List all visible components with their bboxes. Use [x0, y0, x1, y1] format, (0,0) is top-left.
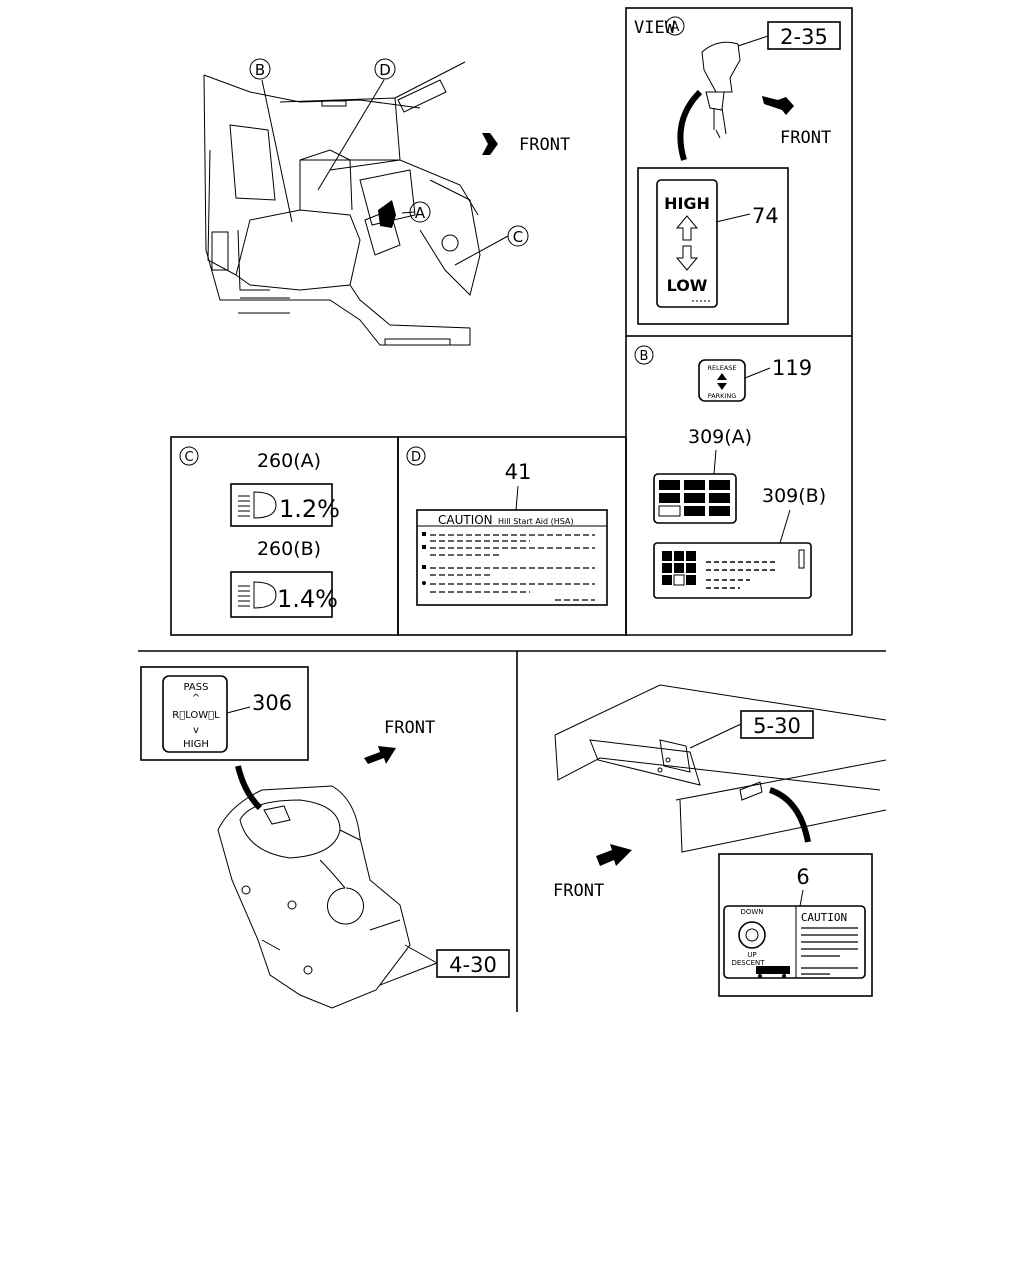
- label-41-text-lines: [430, 534, 595, 601]
- label-6-down: DOWN: [740, 908, 763, 916]
- frame-illustration: [554, 684, 887, 853]
- chevron-up-icon: ^: [192, 693, 200, 704]
- front-arrow-icon: [482, 133, 498, 155]
- panel-borders: [138, 7, 886, 1012]
- label-6-descent: DESCENT: [731, 959, 765, 967]
- label-260a-plate: [230, 483, 333, 527]
- pencil-icon: [798, 549, 805, 569]
- label-6-text-lines: [801, 927, 858, 975]
- callout-306: 306: [252, 691, 292, 715]
- svg-text:A: A: [671, 20, 680, 35]
- ref-box-2-35: [767, 21, 841, 50]
- lever-front-label: FRONT: [384, 718, 435, 738]
- value-260b: 1.4%: [277, 585, 338, 613]
- label-74-box: [637, 167, 789, 325]
- value-260a: 1.2%: [279, 495, 340, 523]
- chevron-down-icon: v: [193, 725, 199, 736]
- marker-c-icon: C: [507, 225, 529, 247]
- label-74-plate: [656, 179, 718, 308]
- callout-6: 6: [796, 865, 809, 889]
- callout-119: 119: [772, 356, 812, 380]
- label-309a-grid: [658, 480, 730, 517]
- lever-housing-illustration: [217, 785, 411, 1009]
- label-74-high: HIGH: [664, 194, 710, 213]
- shift-knob-illustration: [701, 41, 741, 139]
- ref-5-30-label: 5-30: [753, 714, 801, 738]
- label-41-bullets: [422, 532, 426, 585]
- view-a-title: VIEW: [634, 18, 676, 38]
- marker-b-icon: B: [249, 58, 271, 80]
- view-a-curve-arrow: [677, 89, 703, 161]
- frame-front-label: FRONT: [553, 881, 604, 901]
- svg-text:C: C: [184, 450, 193, 465]
- label-306-plate: [162, 675, 228, 753]
- label-6-up: UP: [747, 951, 756, 959]
- marker-c-label: C: [513, 228, 523, 246]
- marker-d-icon: D: [374, 58, 396, 80]
- frame-curve-arrow: [768, 787, 811, 843]
- marker-a-icon: A: [409, 201, 431, 223]
- ref-4-30-label: 4-30: [449, 953, 497, 977]
- overview-leaders: [261, 79, 509, 266]
- marker-b-label: B: [255, 61, 265, 79]
- label-309a-plate: [653, 473, 737, 524]
- cab-interior-illustration: [203, 61, 481, 346]
- label-119-release: RELEASE: [707, 364, 736, 372]
- up-arrow-icon: [675, 215, 699, 241]
- svg-text:D: D: [411, 450, 421, 465]
- label-41-plate: [416, 509, 608, 606]
- frame-front-arrow-icon: [596, 844, 632, 866]
- view-a-front-arrow-icon: [762, 96, 794, 115]
- lever-curve-arrow: [235, 765, 263, 811]
- label-306-middle: R⃝LOW⃝L: [172, 710, 220, 721]
- ref-2-35-label: 2-35: [780, 25, 828, 49]
- label-6-box: [718, 853, 873, 997]
- release-arrows-icon: [717, 373, 727, 380]
- panel-d-marker-icon: D: [406, 446, 426, 466]
- label-306-high: HIGH: [183, 739, 209, 750]
- callout-309b: 309(B): [762, 485, 826, 507]
- rotate-arrows-icon: [738, 921, 766, 949]
- label-41-subtitle: Hill Start Aid (HSA): [498, 517, 574, 526]
- callout-260b: 260(B): [257, 538, 321, 560]
- callout-41: 41: [505, 460, 532, 484]
- callout-260a: 260(A): [257, 450, 321, 472]
- svg-text:B: B: [640, 349, 649, 364]
- label-306-pass: PASS: [184, 682, 209, 693]
- view-a-front-label: FRONT: [780, 128, 831, 148]
- truck-icon: [756, 966, 790, 978]
- callout-74: 74: [752, 204, 779, 228]
- label-306-box: [140, 666, 309, 761]
- headlamp-icon: [238, 491, 277, 519]
- label-309b-grid: [662, 551, 696, 586]
- label-41-caution: CAUTION: [438, 513, 493, 527]
- callout-309a: 309(A): [688, 426, 752, 448]
- label-260b-plate: [230, 571, 333, 618]
- panel-b-marker-icon: B: [634, 345, 654, 365]
- marker-d-label: D: [379, 61, 391, 79]
- down-arrow-icon: [675, 245, 699, 271]
- label-309b-plate: [653, 542, 812, 599]
- lever-front-arrow-icon: [364, 746, 396, 764]
- label-6-caution: CAUTION: [801, 911, 847, 924]
- marker-a-label: A: [415, 204, 426, 222]
- label-309b-text-lines: [706, 561, 778, 589]
- label-119-plate: [698, 359, 746, 402]
- label-74-low: LOW: [667, 276, 708, 295]
- label-6-plate: [723, 905, 866, 979]
- view-arrow-icon: [378, 200, 396, 228]
- headlamp-icon: [238, 581, 277, 609]
- label-119-parking: PARKING: [708, 392, 737, 400]
- panel-c-marker-icon: C: [179, 446, 199, 466]
- view-a-marker-icon: A: [665, 16, 685, 36]
- overview-front-label: FRONT: [519, 135, 570, 155]
